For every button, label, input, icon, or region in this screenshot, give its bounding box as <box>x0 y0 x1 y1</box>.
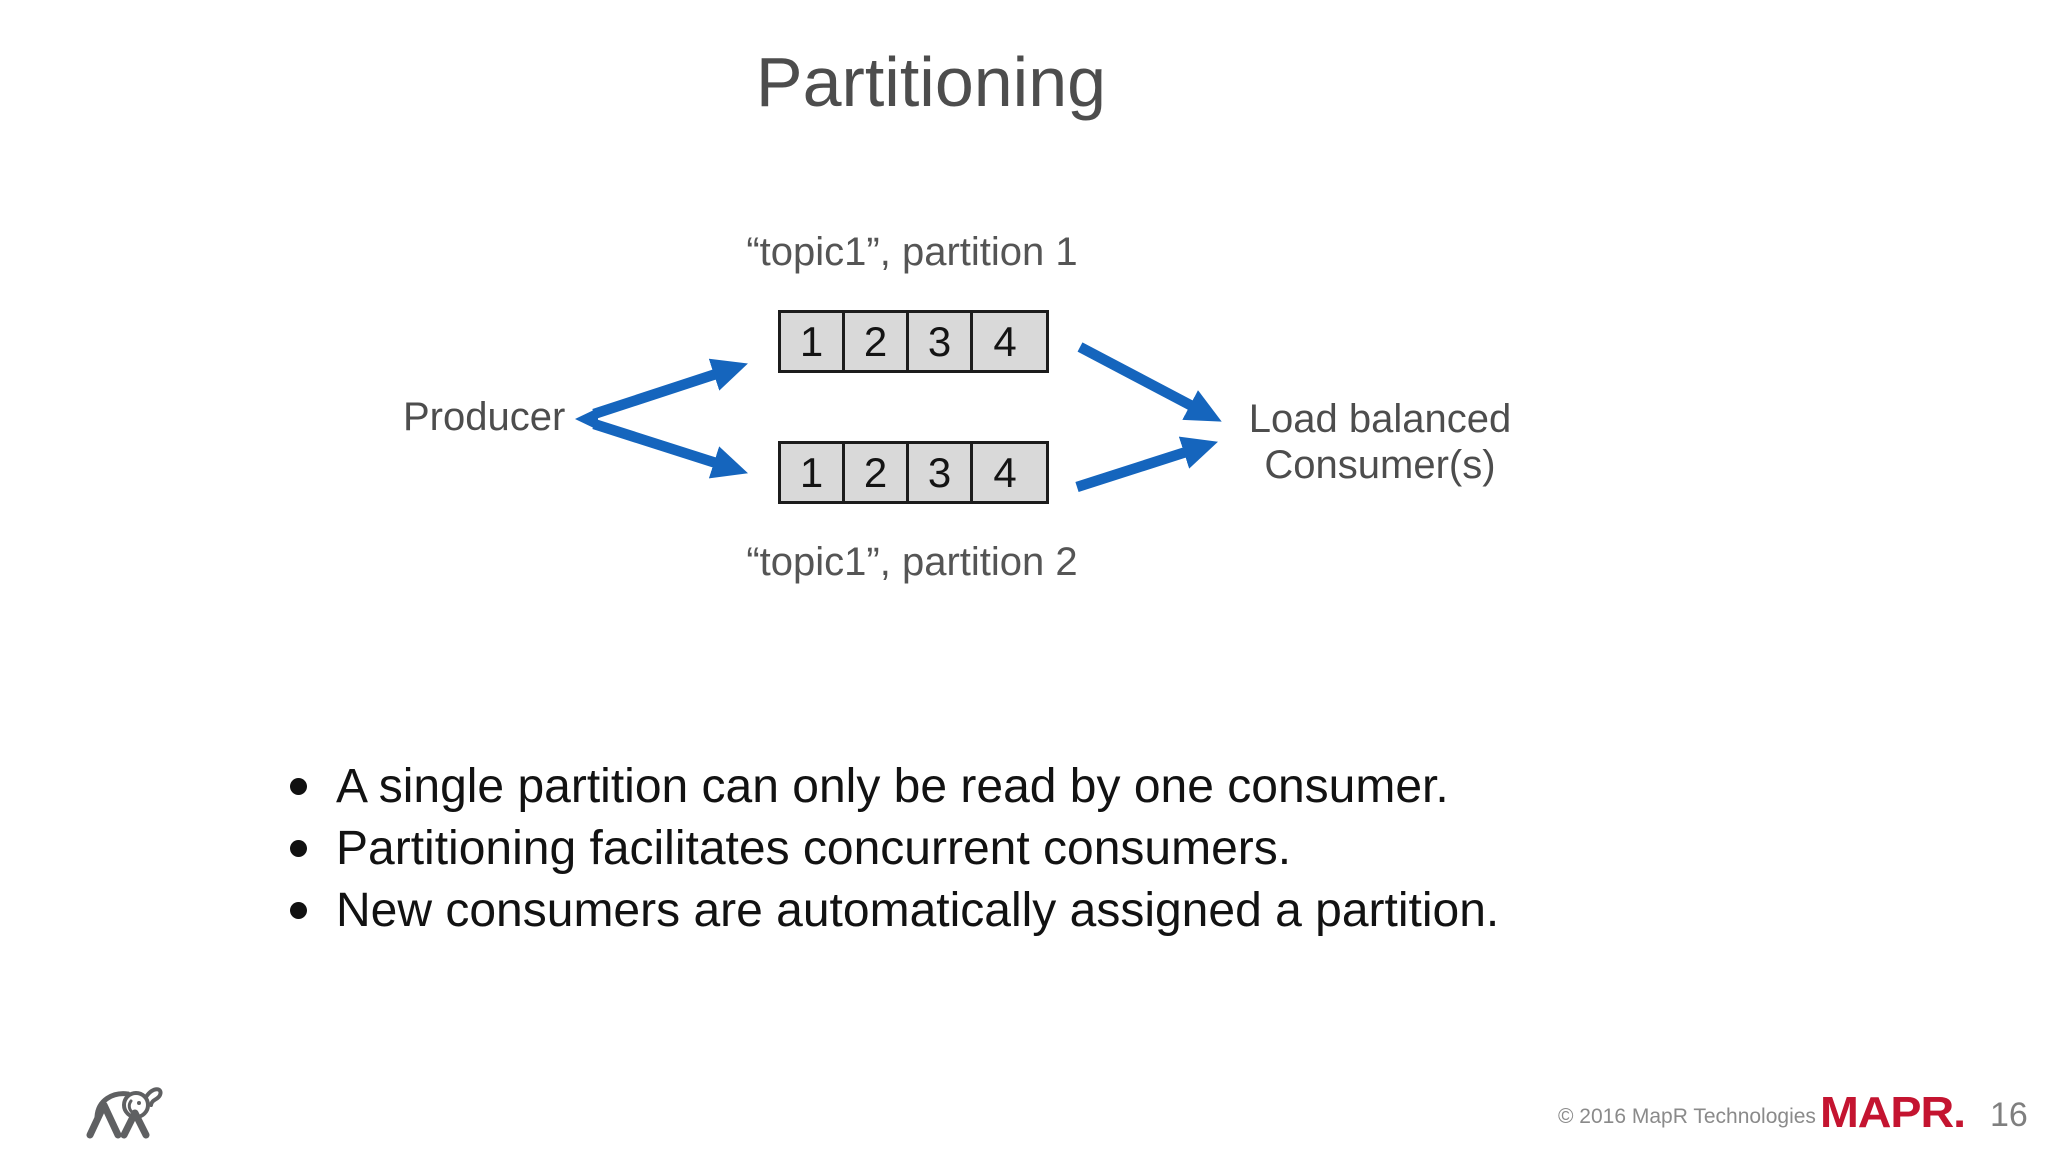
partition1-label: “topic1”, partition 1 <box>746 230 1078 274</box>
consumer-label-line2: Consumer(s) <box>1264 443 1496 487</box>
partition1-cell: 4 <box>973 313 1037 370</box>
partition1-row: 1 2 3 4 <box>778 310 1049 373</box>
copyright-text: © 2016 MapR Technologies <box>1558 1105 1816 1128</box>
bullet-text: Partitioning facilitates concurrent cons… <box>336 821 1292 875</box>
partition2-cell: 3 <box>909 444 973 501</box>
bullet-dot-icon <box>290 839 307 857</box>
elephant-logo-icon <box>86 1087 163 1139</box>
consumer-label-line1: Load balanced <box>1248 397 1512 441</box>
arrow-partition1-to-consumer <box>1077 342 1222 422</box>
partition1-cell: 1 <box>781 313 845 370</box>
partition2-cell: 2 <box>845 444 909 501</box>
bullet-text: A single partition can only be read by o… <box>336 759 1449 813</box>
partition1-cell: 2 <box>845 313 909 370</box>
bullet-dot-icon <box>290 901 307 919</box>
bullet-item: Partitioning facilitates concurrent cons… <box>290 817 1790 879</box>
bullet-list: A single partition can only be read by o… <box>290 755 1790 941</box>
bullet-item: A single partition can only be read by o… <box>290 755 1790 817</box>
partition1-cell: 3 <box>909 313 973 370</box>
bullet-text: New consumers are automatically assigned… <box>336 883 1500 937</box>
mapr-brand-logo: MAPR. <box>1820 1088 1966 1137</box>
partition2-cell: 1 <box>781 444 845 501</box>
arrow-partition2-to-consumer <box>1075 436 1218 492</box>
partition2-label: “topic1”, partition 2 <box>746 540 1078 584</box>
producer-label: Producer <box>403 395 566 439</box>
partition2-cell: 4 <box>973 444 1037 501</box>
page-number: 16 <box>1990 1096 2028 1134</box>
bullet-dot-icon <box>290 777 307 795</box>
consumer-label: Load balanced Consumer(s) <box>1180 396 1580 488</box>
partition2-row: 1 2 3 4 <box>778 441 1049 504</box>
slide-title: Partitioning <box>755 43 1107 121</box>
arrow-producer-to-partition1 <box>592 358 748 419</box>
bullet-item: New consumers are automatically assigned… <box>290 879 1790 941</box>
fork-tail-nub <box>575 408 598 430</box>
arrow-producer-to-partition2 <box>592 418 749 479</box>
